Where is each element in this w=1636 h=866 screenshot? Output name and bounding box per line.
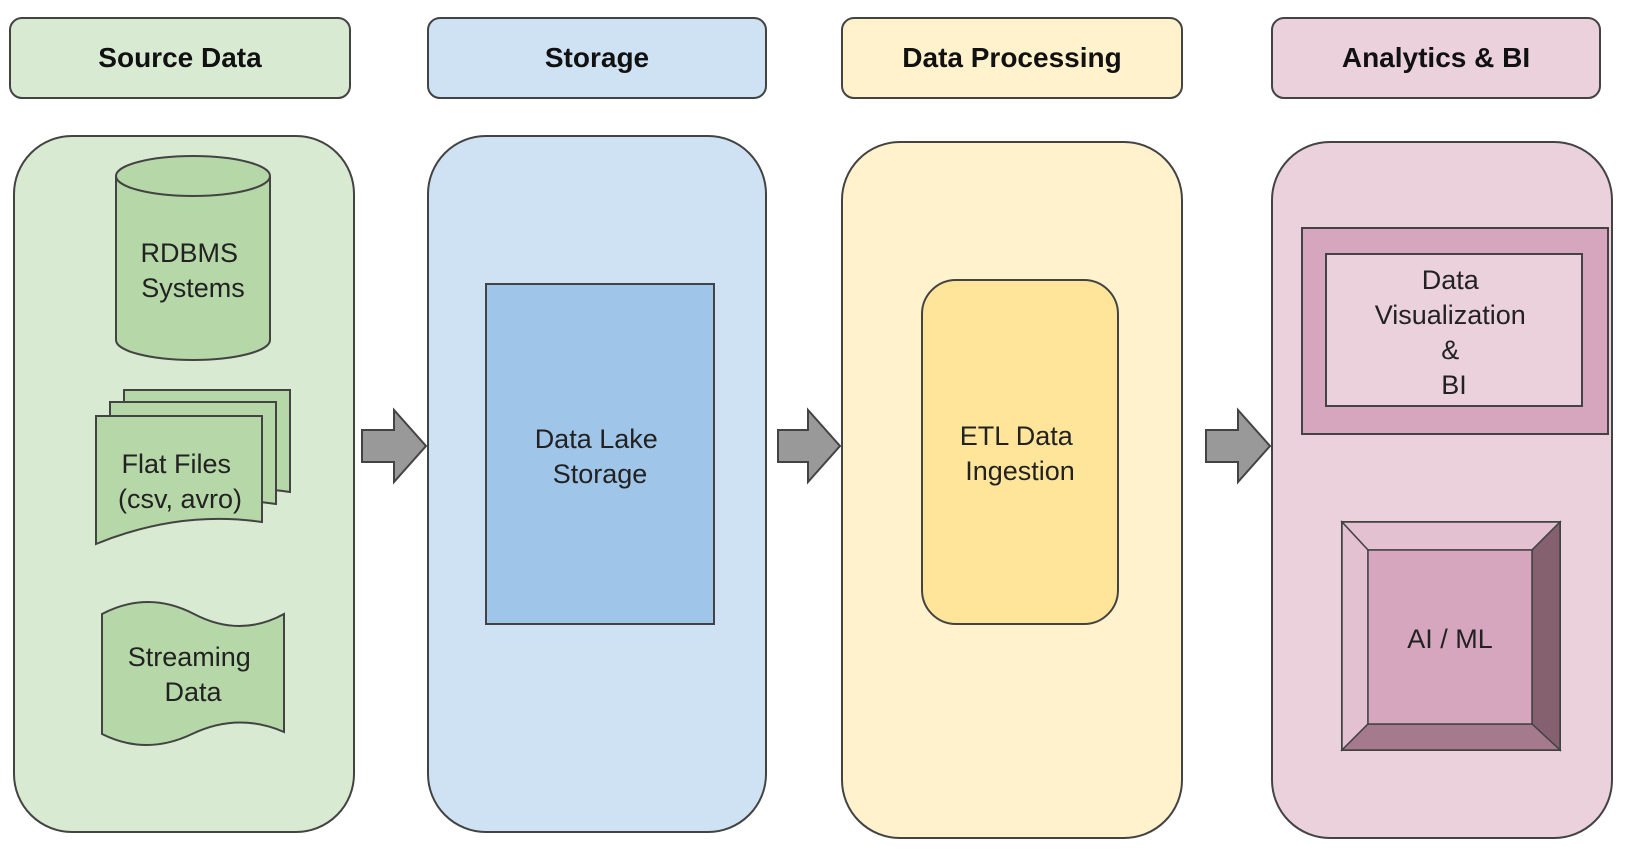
- streaming-label-line2: Data: [164, 677, 222, 707]
- ai-ml-label: AI / ML: [1407, 624, 1493, 654]
- rdbms-label-line1: RDBMS: [140, 238, 238, 268]
- rdbms-label-line2: Systems: [141, 273, 245, 303]
- header-source-data: Source Data: [9, 17, 351, 99]
- streaming-data-tape-shape: Streaming Data: [101, 601, 285, 746]
- data-lake-storage-box: Data Lake Storage: [485, 283, 715, 625]
- flat-files-label-line2: (csv, avro): [118, 484, 242, 514]
- rdbms-database-shape: RDBMS Systems: [115, 155, 271, 361]
- arrow-right-icon: [1205, 407, 1272, 485]
- header-data-processing: Data Processing: [841, 17, 1183, 99]
- data-lake-label-line2: Storage: [553, 459, 648, 489]
- ai-ml-bevel-box: AI / ML: [1340, 520, 1562, 752]
- data-lake-label-line1: Data Lake: [535, 424, 658, 454]
- svg-text:ETL Data Ingestion: ETL Data Ingestion: [960, 421, 1081, 486]
- etl-ingestion-box: ETL Data Ingestion: [921, 279, 1119, 625]
- svg-text:Streaming Data: Streaming Data: [128, 642, 259, 707]
- visualization-bi-frame: Data Visualization & BI: [1301, 227, 1609, 435]
- flat-files-label-line1: Flat Files: [121, 449, 231, 479]
- streaming-label-line1: Streaming: [128, 642, 251, 672]
- header-source-data-label: Source Data: [98, 42, 262, 73]
- etl-label-line1: ETL Data: [960, 421, 1074, 451]
- flat-files-document-shape: Flat Files (csv, avro): [95, 389, 291, 546]
- header-storage: Storage: [427, 17, 767, 99]
- visualization-label-line2: Visualization: [1375, 300, 1526, 330]
- header-storage-label: Storage: [545, 42, 649, 73]
- visualization-label-line1: Data: [1422, 265, 1480, 295]
- etl-label-line2: Ingestion: [965, 456, 1075, 486]
- svg-text:RDBMS Systems: RDBMS Systems: [140, 238, 245, 303]
- header-analytics-bi: Analytics & BI: [1271, 17, 1601, 99]
- svg-text:Data Lake Storage: Data Lake Storage: [535, 424, 666, 489]
- svg-text:Flat Files (csv, avro): Flat Files (csv, avro): [118, 449, 242, 514]
- visualization-label-line3: &: [1441, 335, 1459, 365]
- header-analytics-bi-label: Analytics & BI: [1342, 42, 1530, 73]
- svg-text:Data Visualization: Data Visualization & BI: [1375, 265, 1534, 400]
- arrow-right-icon: [777, 407, 842, 485]
- header-data-processing-label: Data Processing: [902, 42, 1121, 73]
- visualization-label-line4: BI: [1441, 370, 1467, 400]
- arrow-right-icon: [361, 407, 428, 485]
